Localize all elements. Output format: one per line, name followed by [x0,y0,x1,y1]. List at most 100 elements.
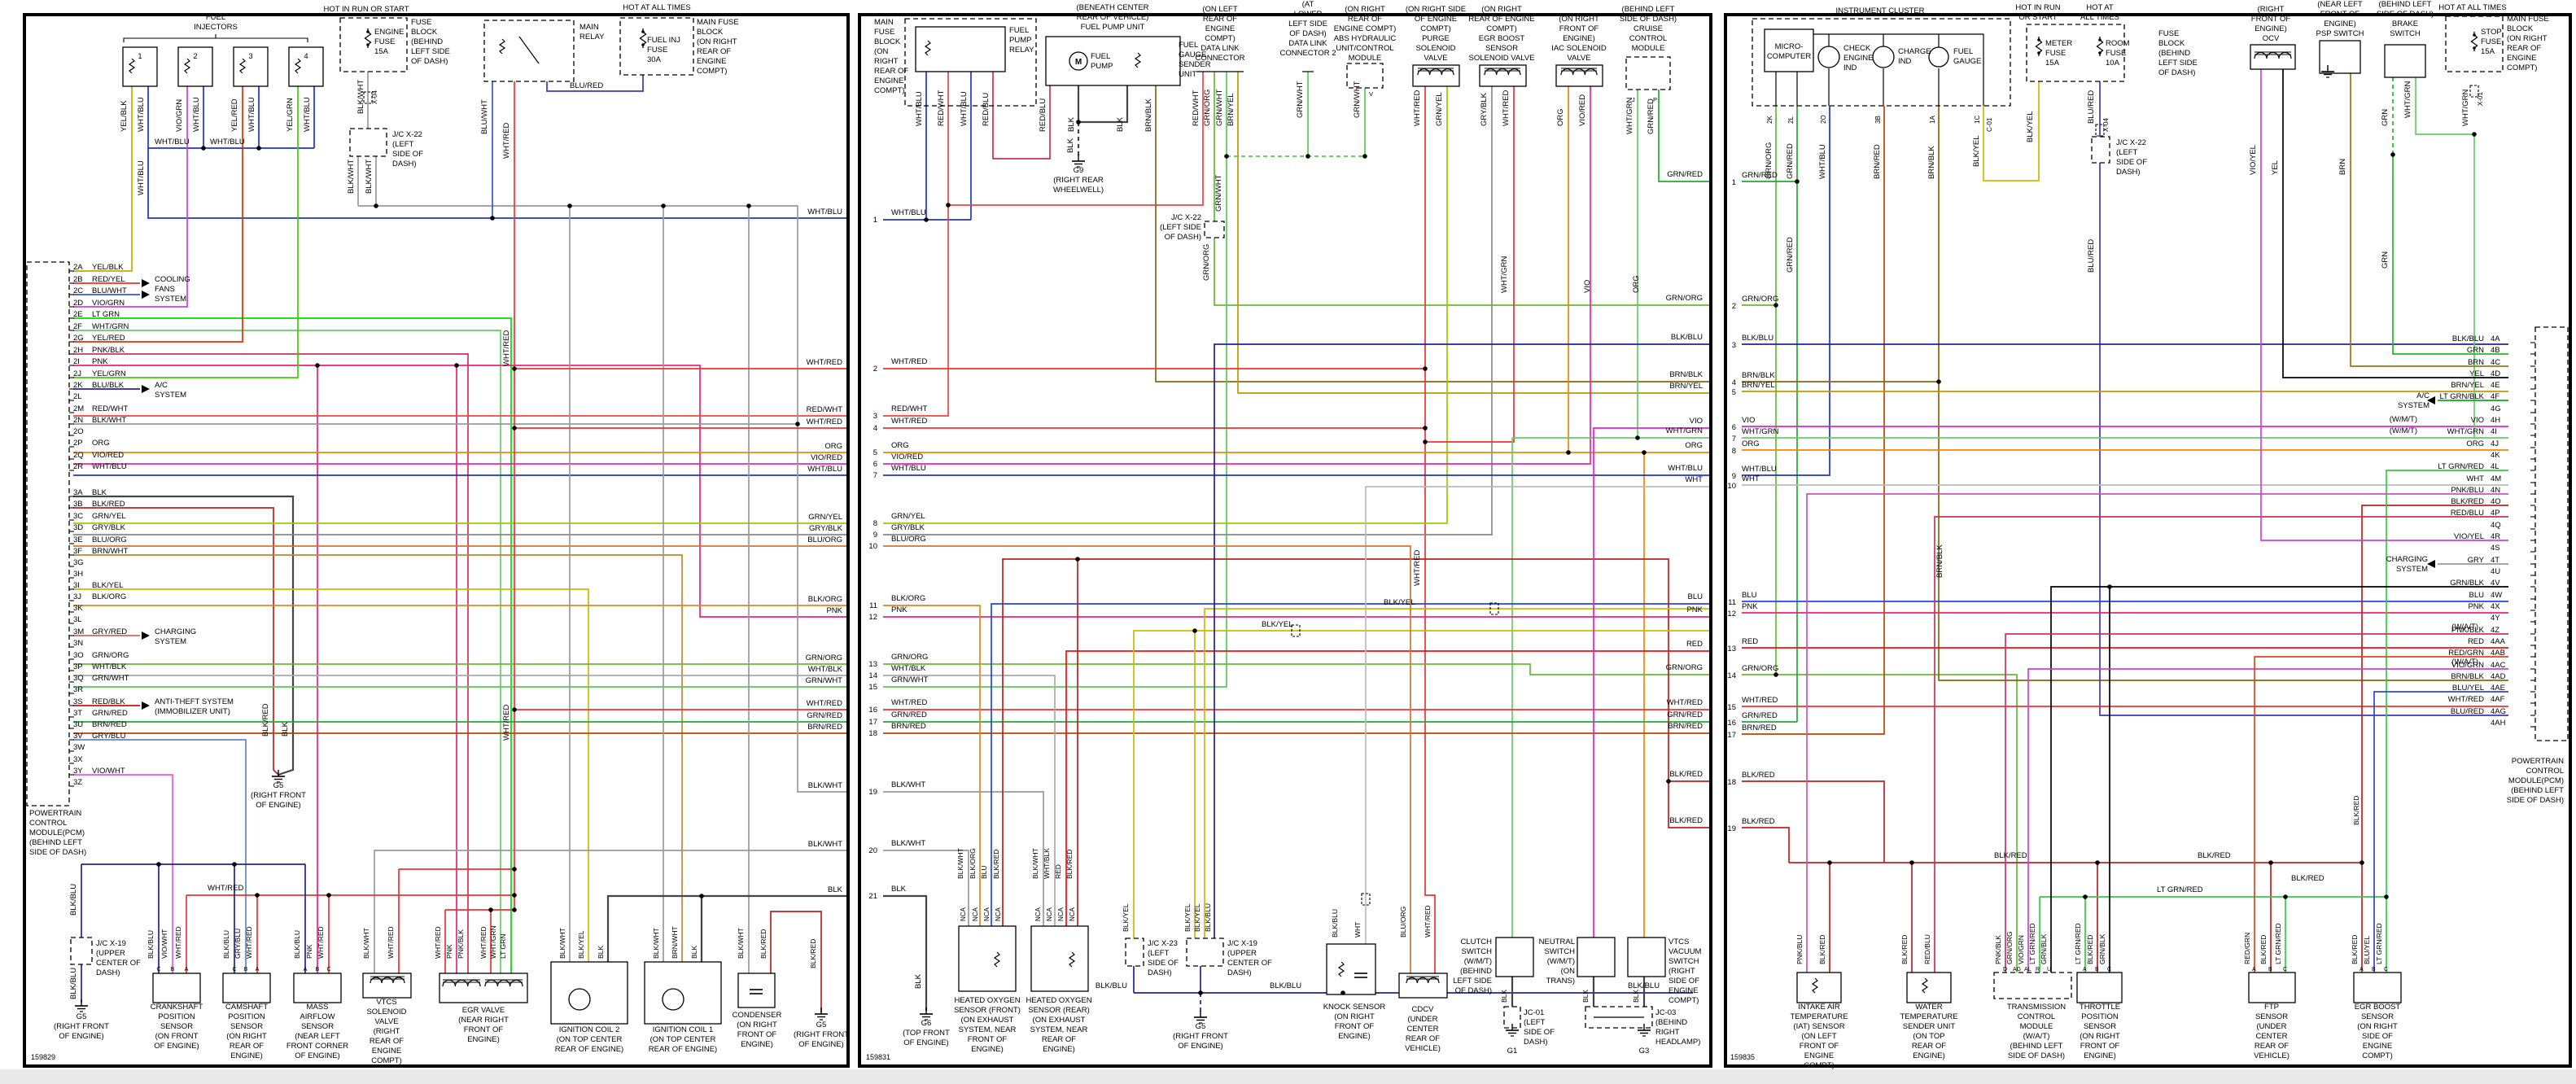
pin-code: 3I [73,581,80,590]
junction-dot [512,426,517,431]
diagram-text: FUEL [1179,41,1198,50]
diagram-text: ENGINE) [1338,1032,1371,1041]
pin-code: 4J [2491,439,2499,448]
diagram-text: A [185,967,189,973]
diagram-text: (ON TOP CENTER [650,1035,716,1044]
diagram-text: SIDE OF DASH) [29,848,86,857]
diagram-text: POWERTRAIN [29,809,81,818]
resistor-icon [294,58,302,74]
diagram-text: BLU/ORG [891,535,926,544]
pin-code: 4G [2491,404,2501,413]
coil-icon [1484,68,1521,76]
diagram-text: AL [2024,967,2031,973]
diagram-text: MODULE(PCM) [29,828,85,837]
junction-dot [1827,860,1832,865]
diagram-text: SENSOR [2255,1012,2288,1021]
pin-code: 4V [2491,579,2500,588]
diagram-text: (NEAR RIGHT [458,1016,509,1025]
pin-wire-label: WHT [2466,474,2484,483]
pin-code: 3U [73,720,83,729]
diagram-text: WHT/BLU [1742,465,1777,474]
diagram-text: G5 [816,1021,827,1029]
diagram-text: (LEFT [1524,1018,1546,1027]
diagram-text: 13 [1727,645,1736,653]
diagram-text: BLK [1500,990,1508,1003]
diagram-text: (ON RIGHT [2357,1022,2398,1031]
flow-arrow-icon [2427,396,2435,404]
diagram-text: SENSOR [2361,1012,2394,1021]
diagram-text: WHT/RED [245,926,253,959]
junction-dot [1423,439,1428,444]
diagram-text: WHT/BLU [1818,144,1827,179]
pin-wire-label: GRN/WHT [92,674,129,683]
diagram-text: CLUTCH [1460,938,1492,946]
diagram-text: (W/M/T) [1547,957,1575,966]
diagram-text: VALVE [374,1017,398,1026]
diagram-text: 1A [1929,116,1936,124]
diagram-text: (RIGHT FRONT [794,1030,849,1039]
diagram-text: DASH) [96,968,120,977]
diagram-text: ENGINE [1804,1051,1834,1060]
diagram-text: (BEHIND LEFT [1622,5,1675,14]
diagram-text: 16 [1727,719,1736,728]
pin-code: 4L [2491,462,2499,471]
resistor-icon [1068,951,1076,968]
diagram-text: POSITION [228,1012,265,1021]
diagram-text: INJECTORS [194,23,238,32]
diagram-text: GRN/WHT [1353,81,1362,118]
diagram-text: BLK/RED [809,939,817,968]
diagram-text: OF DASH) [411,57,448,66]
diagram-text: VALVE [1567,54,1590,63]
diagram-text: SENSOR (REAR) [1028,1006,1089,1015]
svg-text:M: M [1075,58,1082,67]
pin-wire-label: VIO/WHT [92,767,125,776]
diagram-text: (RIGHT FRONT [54,1022,109,1031]
diagram-text: VEHICLE) [2254,1051,2290,1060]
diagram-text: 20 [868,846,877,855]
diagram-text: WHT/RED [502,123,511,159]
diagram-text: VALVE [1424,54,1447,63]
diagram-text: OF ENGINE) [295,1051,339,1060]
pin-code: 2C [73,286,83,295]
diagram-text: 2 [873,365,877,374]
pin-wire-label: PNK/BLU [2451,486,2484,495]
diagram-text: BRN/RED [891,722,926,731]
diagram-text: A [2360,967,2364,973]
diagram-text: WHT/RED [1413,90,1422,126]
pin-code: 4O [2491,497,2501,506]
pin-wire-label: ORG [2466,439,2484,448]
diagram-text: ANTI-THEFT SYSTEM [155,697,234,706]
diagram-text: BLK/YEL [1193,903,1201,932]
diagram-text: RED [1686,640,1703,649]
diagram-text: B [316,967,320,973]
diagram-text: GRN/ORG [1202,244,1211,281]
diagram-text: WHT/BLK [1043,848,1051,879]
diagram-text: SENSOR [1485,44,1518,53]
junction-dot [315,363,320,368]
junction-dot [512,867,517,872]
diagram-text: (RIGHT FRONT [1173,1032,1228,1041]
junction-dot [1340,990,1345,995]
diagram-text: VACUUM [1668,947,1702,956]
diagram-text: OF ENGINE) [154,1042,199,1051]
diagram-text: FUEL [1953,47,1973,56]
pin-wire-label: RED [2468,637,2484,646]
diagram-text: BLK [1066,138,1075,153]
diagram-text: REAR OF [230,1042,264,1051]
diagram-text: GRN/RED [1742,711,1778,720]
diagram-text: REAR OF [1348,15,1382,24]
junction-dot [1635,435,1640,440]
pin-code: 4N [2491,486,2500,495]
diagram-text: FUSE [2045,49,2066,58]
diagram-text: WHT [1354,922,1362,938]
diagram-text: SYSTEM [2396,565,2428,574]
pin-wire-label: GRY/BLK [92,523,126,532]
pin-wire-label: BLU/WHT [92,286,127,295]
diagram-text: C [156,967,160,973]
pin-code: 4AH [2491,719,2506,728]
junction-dot [1075,557,1080,562]
diagram-text: CENTER [1406,1025,1438,1034]
pin-wire-label: VIO/GRN [2451,661,2484,670]
pin-code: 3O [73,651,84,660]
